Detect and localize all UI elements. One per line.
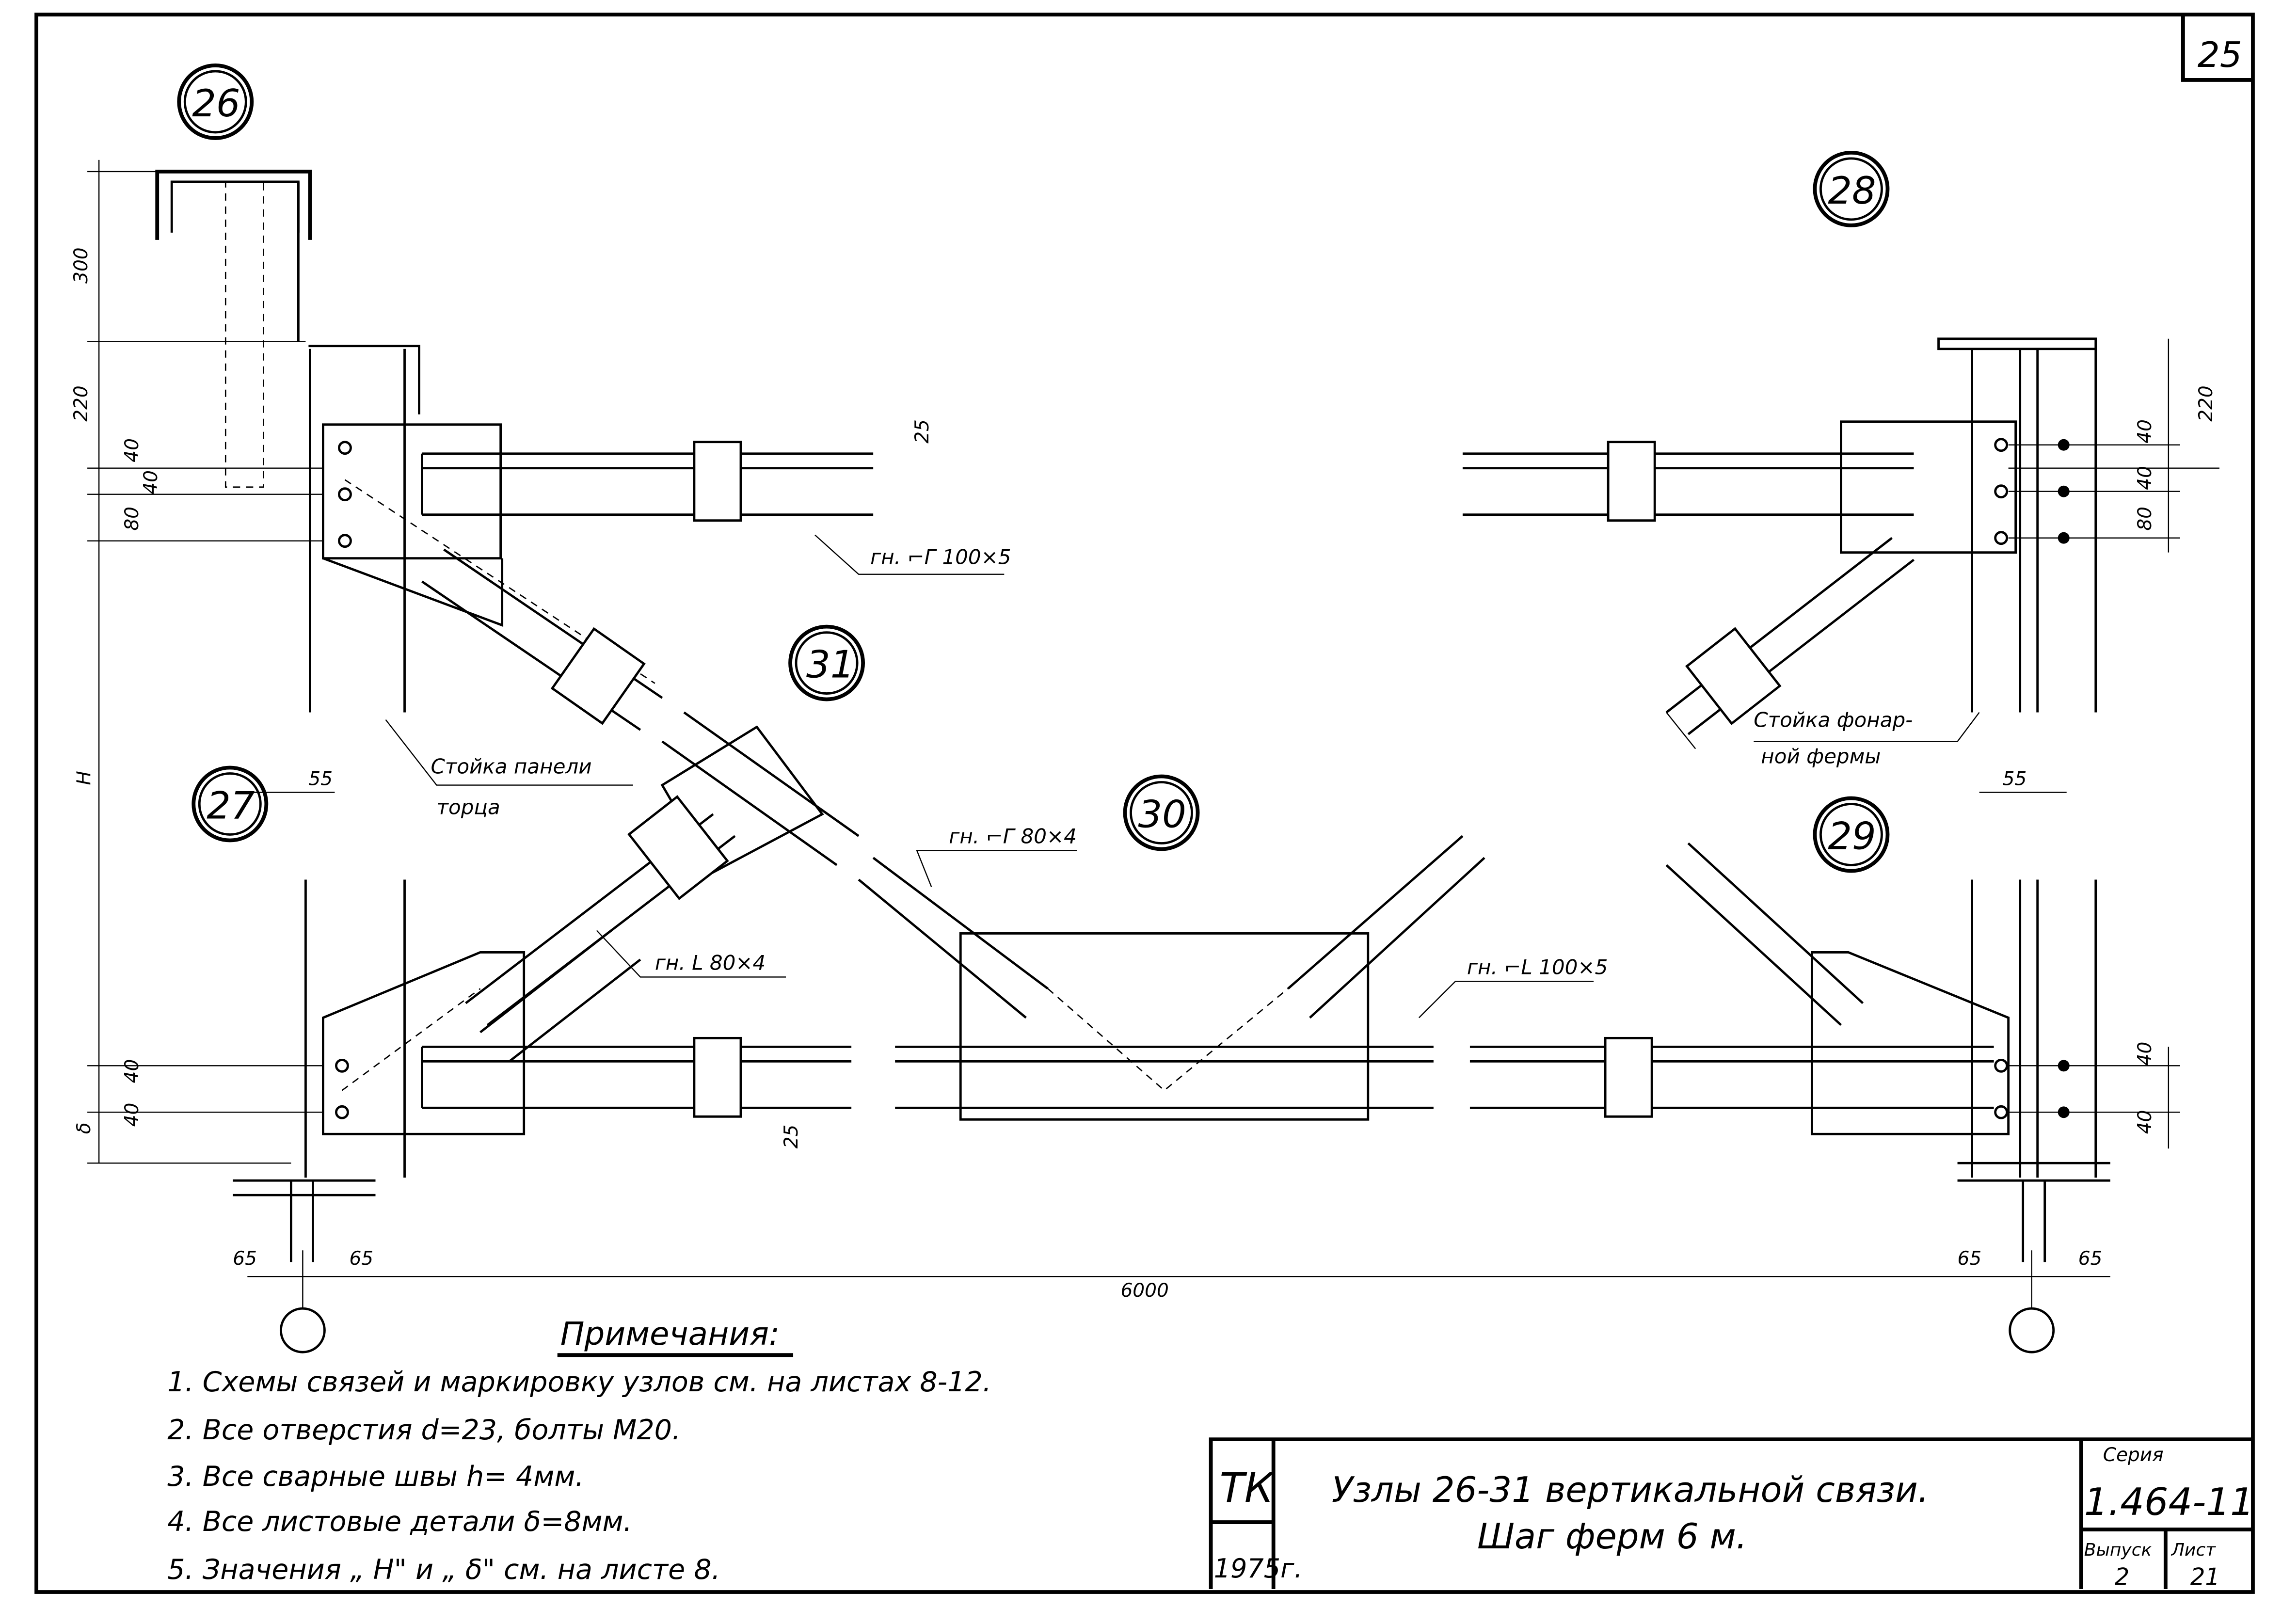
bottom-beams [421, 1036, 1994, 1118]
svg-text:28: 28 [1828, 169, 1876, 213]
svg-text:21: 21 [2190, 1563, 2220, 1591]
corner-box [2181, 14, 2253, 82]
profile-label-diag-right: гн. ⌐Г 80×4 [949, 824, 1077, 848]
svg-text:220: 220 [70, 385, 92, 421]
svg-text:300: 300 [70, 247, 92, 283]
note-item: 1. Схемы связей и маркировку узлов см. н… [167, 1366, 991, 1398]
node-marker-26: 26 [177, 64, 254, 140]
svg-text:40: 40 [2134, 1042, 2156, 1066]
dimension-lines [87, 159, 2219, 1309]
leader-labels: гн. ⌐Г 100×5 Стойка панели торца гн. ⌐Г … [385, 534, 1980, 1019]
svg-text:65: 65 [233, 1248, 257, 1270]
column-label-right-2: ной фермы [1761, 745, 1881, 768]
svg-text:Выпуск: Выпуск [2084, 1540, 2152, 1560]
node-31-detail [465, 725, 824, 1063]
node-marker-29: 29 [1813, 796, 1890, 873]
svg-text:25: 25 [781, 1125, 802, 1149]
svg-text:40: 40 [2134, 1110, 2156, 1134]
svg-text:65: 65 [2078, 1248, 2103, 1270]
svg-text:H: H [73, 771, 95, 785]
svg-text:80: 80 [121, 507, 143, 531]
top-left-beam [421, 441, 874, 522]
node-26-detail [155, 169, 655, 713]
profile-label-bottom: гн. ⌐L 100×5 [1467, 955, 1608, 979]
svg-text:40: 40 [121, 1059, 143, 1083]
dimension-texts: 300 220 40 40 80 H 55 40 40 δ 65 65 6000… [70, 247, 2217, 1302]
svg-text:26: 26 [192, 82, 240, 126]
node-marker-27: 27 [191, 765, 269, 843]
title-block: ТК 1975г. Узлы 26-31 вертикальной связи.… [1209, 1437, 2254, 1591]
svg-text:Лист: Лист [2170, 1540, 2216, 1560]
node-marker-30: 30 [1123, 774, 1200, 851]
node-marker-28: 28 [1813, 151, 1890, 227]
notes: Примечания: 1. Схемы связей и маркировку… [167, 1315, 991, 1586]
svg-text:6000: 6000 [1120, 1280, 1168, 1302]
note-item: 4. Все листовые детали δ=8мм. [167, 1506, 632, 1538]
sheet-corner-number: 25 [2198, 34, 2242, 75]
series-number: 1.464-11 [2084, 1481, 2254, 1524]
svg-text:40: 40 [121, 1103, 143, 1127]
drawing-subtitle: Шаг ферм 6 м. [1477, 1516, 1747, 1557]
column-label-right: Стойка фонар- [1754, 708, 1913, 732]
svg-text:1975г.: 1975г. [1214, 1553, 1303, 1584]
column-label-left-2: торца [437, 796, 500, 819]
svg-text:40: 40 [140, 470, 162, 494]
svg-text:55: 55 [308, 768, 333, 790]
profile-label-top: гн. ⌐Г 100×5 [870, 545, 1011, 569]
node-30-detail [858, 835, 1485, 1121]
node-29-detail [1665, 842, 2110, 1353]
svg-text:40: 40 [2134, 466, 2156, 490]
svg-text:27: 27 [207, 784, 255, 828]
svg-text:ТК: ТК [1220, 1464, 1275, 1512]
svg-text:δ: δ [73, 1122, 95, 1134]
svg-text:40: 40 [121, 438, 143, 462]
node-27-detail [233, 879, 526, 1353]
svg-text:29: 29 [1828, 815, 1876, 859]
svg-text:31: 31 [806, 643, 854, 687]
svg-text:55: 55 [2003, 768, 2027, 790]
note-item: 5. Значения „ H" и „ δ" см. на листе 8. [167, 1554, 720, 1586]
svg-text:65: 65 [1958, 1248, 1982, 1270]
svg-text:2: 2 [2115, 1563, 2130, 1591]
svg-text:80: 80 [2134, 507, 2156, 531]
notes-title: Примечания: [560, 1315, 780, 1353]
svg-text:30: 30 [1138, 793, 1186, 837]
svg-text:220: 220 [2195, 385, 2217, 421]
node-28-detail [1462, 337, 2097, 735]
svg-text:65: 65 [349, 1248, 373, 1270]
profile-label-diag-left: гн. L 80×4 [655, 951, 766, 974]
column-label-left: Стойка панели [431, 755, 592, 779]
sheet-frame [34, 13, 2255, 1594]
svg-text:40: 40 [2134, 419, 2156, 444]
svg-text:Серия: Серия [2103, 1444, 2164, 1466]
svg-text:25: 25 [911, 419, 933, 444]
note-item: 3. Все сварные швы h= 4мм. [167, 1461, 584, 1493]
diagonal-upper-left [421, 548, 860, 866]
node-marker-31: 31 [788, 624, 865, 701]
drawing-title: Узлы 26-31 вертикальной связи. [1332, 1469, 1929, 1510]
note-item: 2. Все отверстия d=23, болты М20. [167, 1414, 681, 1446]
